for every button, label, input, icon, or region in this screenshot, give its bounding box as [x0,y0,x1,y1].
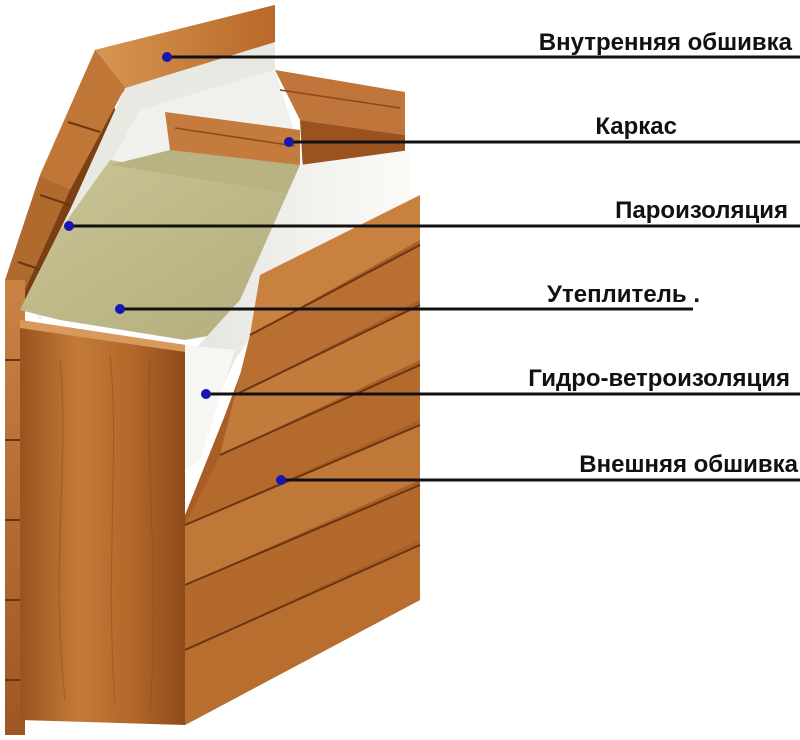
label-inner-sheathing: Внутренняя обшивка [539,29,793,56]
marker-dot-vapor-barrier [64,221,74,231]
marker-dot-wind-barrier [201,389,211,399]
label-wind-barrier: Гидро-ветроизоляция [528,365,790,392]
label-outer-cladding: Внешняя обшивка [579,451,798,478]
marker-dot-outer-cladding [276,475,286,485]
label-vapor-barrier: Пароизоляция [615,197,788,224]
marker-dot-inner-sheathing [162,52,172,62]
marker-dot-insulation [115,304,125,314]
label-insulation: Утеплитель . [547,281,700,308]
label-frame: Каркас [595,113,677,140]
marker-dot-frame [284,137,294,147]
